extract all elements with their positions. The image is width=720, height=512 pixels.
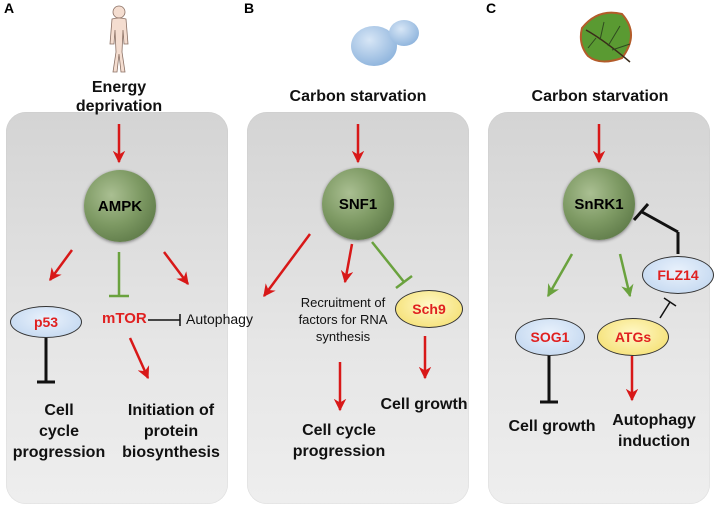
- stimulus-a: Energy deprivation: [64, 78, 174, 116]
- yeast-cell-icon: [351, 20, 419, 66]
- mtor-label: mTOR: [102, 310, 147, 327]
- arrow-snrk1-sog1: [546, 253, 574, 298]
- flz14-node: FLZ14: [642, 256, 714, 294]
- autophagy-c-line-1: Autophagy: [612, 412, 696, 429]
- recruitment-b-line-3: synthesis: [315, 329, 371, 344]
- autophagy-label-a: Autophagy: [186, 311, 253, 327]
- cell-cycle-a-line-2: cycle: [38, 423, 80, 440]
- panel-c-letter: C: [486, 0, 497, 16]
- human-figure-icon: [109, 5, 129, 73]
- recruitment-b: Recruitment of factors for RNA synthesis: [278, 294, 408, 345]
- arrow-snrk1-atgs: [618, 253, 634, 298]
- snrk1-label: SnRK1: [574, 195, 624, 213]
- snrk1-node: SnRK1: [563, 168, 635, 240]
- autophagy-c-line-2: induction: [618, 433, 690, 450]
- sog1-node: SOG1: [515, 318, 585, 356]
- panel-a-letter: A: [4, 0, 15, 16]
- snf1-node: SNF1: [322, 168, 394, 240]
- snf1-label: SNF1: [338, 195, 378, 213]
- cell-growth-c: Cell growth: [508, 418, 596, 435]
- ampk-label: AMPK: [97, 197, 143, 215]
- autophagy-c: Autophagy induction: [600, 410, 708, 452]
- atgs-label: ATGs: [614, 329, 652, 345]
- recruitment-b-line-1: Recruitment of: [300, 295, 386, 310]
- initiation-a-line-1: Initiation of: [127, 402, 215, 419]
- cell-cycle-b-line-1: Cell cycle: [302, 422, 376, 439]
- arrow-snf1-autophagy: [262, 233, 312, 298]
- arrow-mtor-initiation: [128, 337, 150, 380]
- sch9-label: Sch9: [412, 301, 446, 317]
- cell-cycle-b-line-2: progression: [292, 443, 386, 460]
- stimulus-a-line-1: Energy: [91, 79, 147, 96]
- initiation-a-line-2: protein: [143, 423, 199, 440]
- arrow-ampk-p53: [48, 249, 74, 282]
- atgs-node: ATGs: [597, 318, 669, 356]
- leaf-icon: [579, 11, 632, 63]
- cell-cycle-b: Cell cycle progression: [276, 420, 402, 462]
- panel-b-letter: B: [244, 0, 255, 16]
- ampk-node: AMPK: [84, 170, 156, 242]
- flz14-label: FLZ14: [657, 267, 699, 283]
- p53-label: p53: [33, 314, 59, 330]
- stimulus-b: Carbon starvation: [289, 88, 427, 105]
- initiation-a-line-3: biosynthesis: [122, 444, 220, 461]
- recruitment-b-line-2: factors for RNA: [298, 312, 388, 327]
- cell-cycle-a-line-1: Cell: [44, 402, 74, 419]
- arrow-ampk-autophagy: [163, 251, 189, 285]
- cell-cycle-a: Cell cycle progression: [4, 400, 114, 463]
- cell-growth-b: Cell growth: [380, 396, 468, 413]
- stimulus-c: Carbon starvation: [531, 88, 669, 105]
- inhibit-atgs-flz14: [659, 301, 671, 319]
- p53-node: p53: [10, 306, 82, 338]
- sog1-label: SOG1: [530, 329, 570, 345]
- cell-cycle-a-line-3: progression: [12, 444, 106, 461]
- initiation-a: Initiation of protein biosynthesis: [112, 400, 230, 463]
- sch9-node: Sch9: [395, 290, 463, 328]
- inhibit-snf1-sch9: [371, 241, 405, 283]
- arrow-snf1-recruitment: [340, 243, 354, 284]
- stimulus-a-line-2: deprivation: [75, 98, 163, 115]
